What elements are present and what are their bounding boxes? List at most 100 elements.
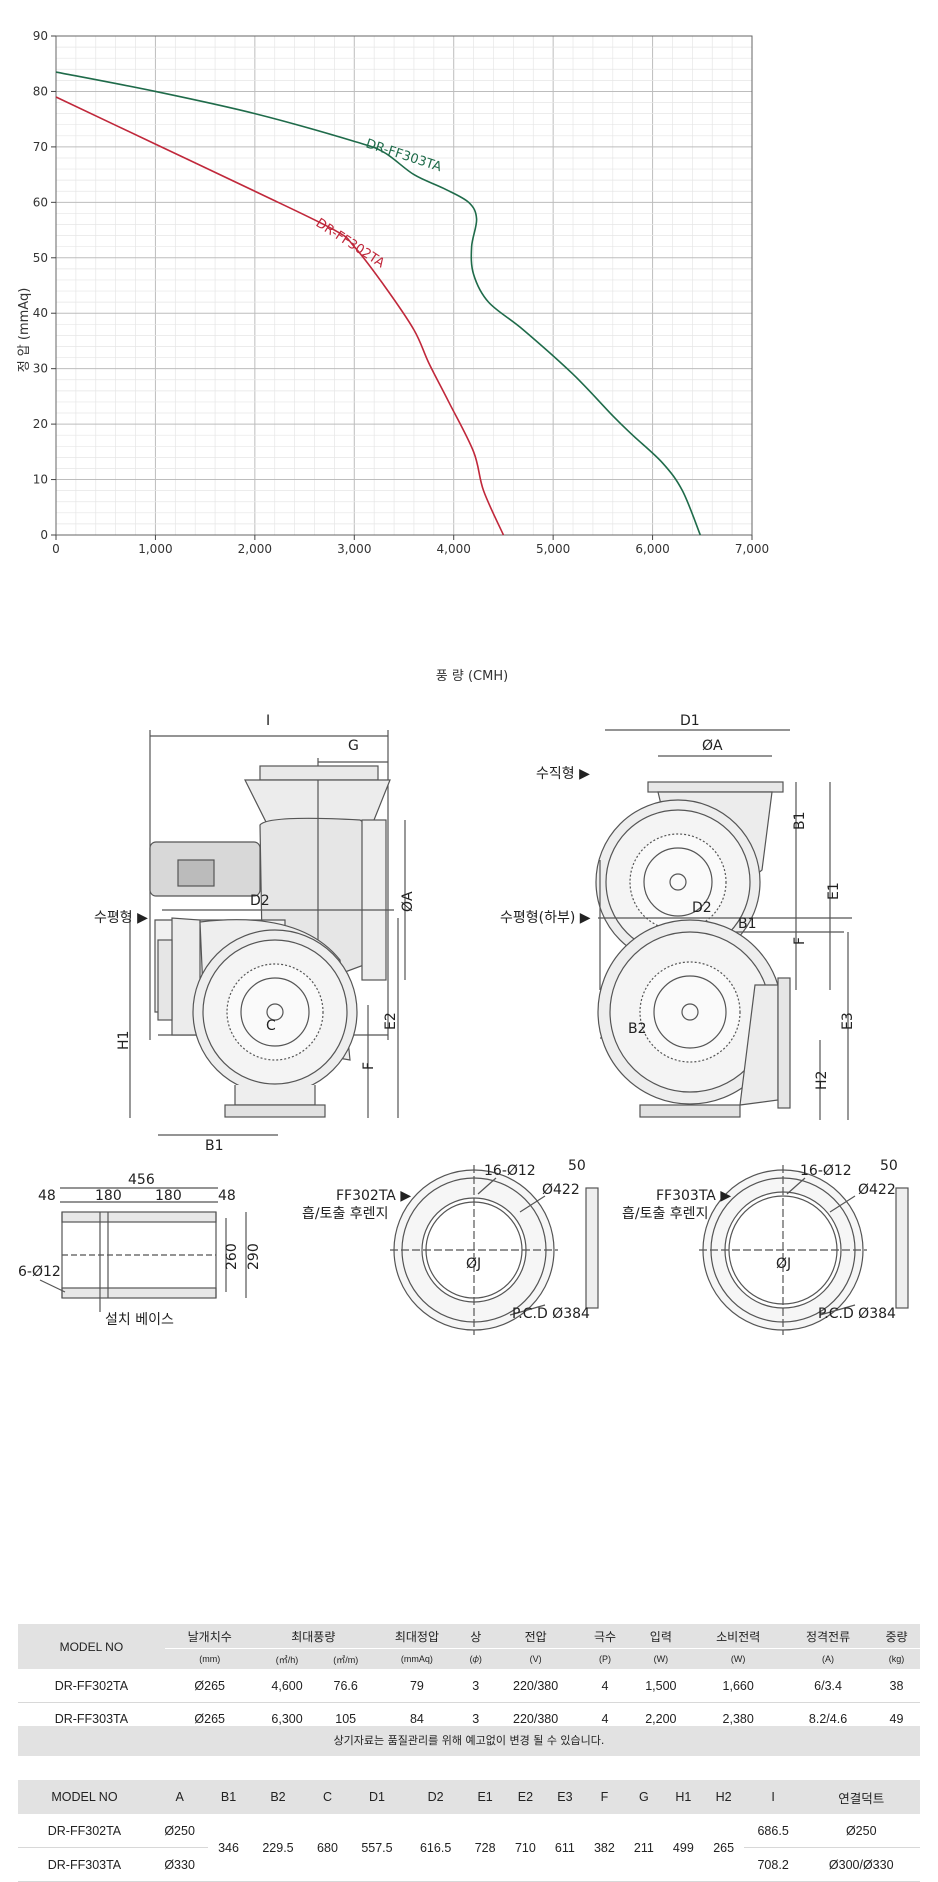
spec-unit: (𝜙) [461,1648,490,1670]
y-tick-label: 50 [33,251,48,265]
dim-e1: 728 [464,1814,506,1882]
spec-header-phase: 상 [461,1624,490,1649]
spec-table: MODEL NO 날개치수 최대풍량 최대정압 상 전압 극수 입력 소비전력 … [18,1624,920,1736]
x-tick-label: 1,000 [138,542,172,556]
dim-a: Ø330 [150,1847,209,1882]
horizontal-bottom-type-drawing [597,917,852,1120]
flange-302-holes: 16-Ø12 [484,1163,536,1179]
spec-unit: (㎥/m) [319,1648,372,1670]
plot-frame [55,35,753,536]
y-tick-label: 30 [33,362,48,376]
vertical-label-f: F [792,937,808,945]
x-tick-label: 4,000 [437,542,471,556]
horizontal-label-h1: H1 [116,1031,132,1050]
flange-303-title1: FF303TA ▶ [656,1188,731,1204]
base-width-180-right: 180 [155,1188,182,1204]
dim-header: MODEL NO [18,1780,151,1814]
x-tick-label: 0 [52,542,60,556]
dim-b1: 346 [208,1814,249,1882]
y-tick-label: 90 [33,29,48,43]
spec-cell: 4 [581,1669,629,1703]
dim-c: 680 [307,1814,348,1882]
horizontal-bottom-label-e3: E3 [840,1012,856,1030]
spec-unit: (kg) [872,1648,920,1670]
spec-unit: (V) [489,1648,582,1670]
technical-drawings: I G ØA C 수직형 ▶ D1 ØA B1 E1 F B2 수평형 ▶ D2… [18,713,909,1335]
dim-header: E3 [545,1780,585,1814]
dim-e3: 611 [545,1814,585,1882]
dim-e2: 710 [505,1814,546,1882]
flange-302-thickness: 50 [568,1158,586,1174]
y-tick-label: 80 [33,84,48,98]
vertical-label-e1: E1 [826,882,842,900]
y-axis-label: 정 압 (mmAq) [17,288,32,373]
horizontal-bottom-label-d2: D2 [692,900,712,916]
flange-302-title2: 흡/토출 후렌지 [302,1206,388,1222]
dim-b2: 229.5 [248,1814,308,1882]
spec-header-input: 입력 [628,1624,694,1649]
dim-h1: 499 [663,1814,704,1882]
spec-unit: (A) [783,1648,873,1670]
series-label-ff302: DR-FF302TA [313,216,387,272]
x-axis-label: 풍 량 (CMH) [436,669,508,684]
x-tick-label: 7,000 [735,542,769,556]
spec-header-voltage: 전압 [489,1624,582,1649]
dim-header: A [150,1780,209,1814]
base-width-180-left: 180 [95,1188,122,1204]
horizontal-label-e2: E2 [383,1012,399,1030]
dim-header: C [307,1780,348,1814]
dim-a: Ø250 [150,1814,209,1848]
table-row: DR-FF302TA Ø265 4,600 76.6 79 3 220/380 … [18,1669,920,1703]
flange-302-pcd: P.C.D Ø384 [512,1306,590,1322]
spec-header-poles: 극수 [581,1624,629,1649]
dim-d2: 616.5 [406,1814,465,1882]
side-label-phi-a: ØA [400,891,416,912]
spec-cell: Ø265 [164,1669,255,1703]
dim-header: E2 [505,1780,546,1814]
dim-h2: 265 [703,1814,744,1882]
spec-note: 상기자료는 품질관리를 위해 예고없이 변경 될 수 있습니다. [18,1726,920,1756]
series-line-ff302ta [55,96,505,536]
base-holes: 6-Ø12 [18,1264,61,1280]
flange-303-pcd: P.C.D Ø384 [818,1306,896,1322]
spec-cell: 79 [371,1669,462,1703]
horizontal-type-drawing [129,909,399,1136]
vertical-label-d1: D1 [680,713,700,729]
horizontal-title: 수평형 ▶ [94,910,148,926]
dim-model: DR-FF303TA [18,1847,151,1882]
spec-cell: 6/3.4 [783,1669,873,1703]
vertical-label-b1: B1 [792,811,808,830]
y-tick-label: 70 [33,140,48,154]
dim-header: H2 [703,1780,744,1814]
spec-header-max-flow: 최대풍량 [254,1624,372,1649]
x-tick-label: 6,000 [635,542,669,556]
dim-header: H1 [663,1780,704,1814]
spec-unit: (㎥/h) [254,1648,320,1670]
spec-cell: 38 [872,1669,920,1703]
y-tick-label: 0 [40,528,48,542]
spec-cell: 3 [461,1669,490,1703]
vertical-title: 수직형 ▶ [536,766,590,782]
dim-header: E1 [464,1780,506,1814]
base-caption: 설치 베이스 [105,1312,174,1328]
dim-header: D2 [406,1780,465,1814]
dim-header: D1 [347,1780,407,1814]
spec-unit: (W) [693,1648,784,1670]
spec-cell: 220/380 [489,1669,582,1703]
flange-302-title1: FF302TA ▶ [336,1188,411,1204]
installation-base-drawing [39,1187,247,1312]
x-tick-label: 3,000 [337,542,371,556]
spec-header-blade: 날개치수 [164,1624,255,1649]
spec-header-max-pressure: 최대정압 [371,1624,462,1649]
dim-i: 708.2 [743,1847,803,1882]
x-tick-label: 5,000 [536,542,570,556]
spec-header-rated-current: 정격전류 [783,1624,873,1649]
chart-grid [55,35,753,536]
base-width-48-left: 48 [38,1188,56,1204]
horizontal-label-b1: B1 [205,1138,224,1154]
flange-303-drawing [699,1165,909,1335]
side-label-i: I [266,713,270,729]
side-label-g: G [348,738,359,754]
